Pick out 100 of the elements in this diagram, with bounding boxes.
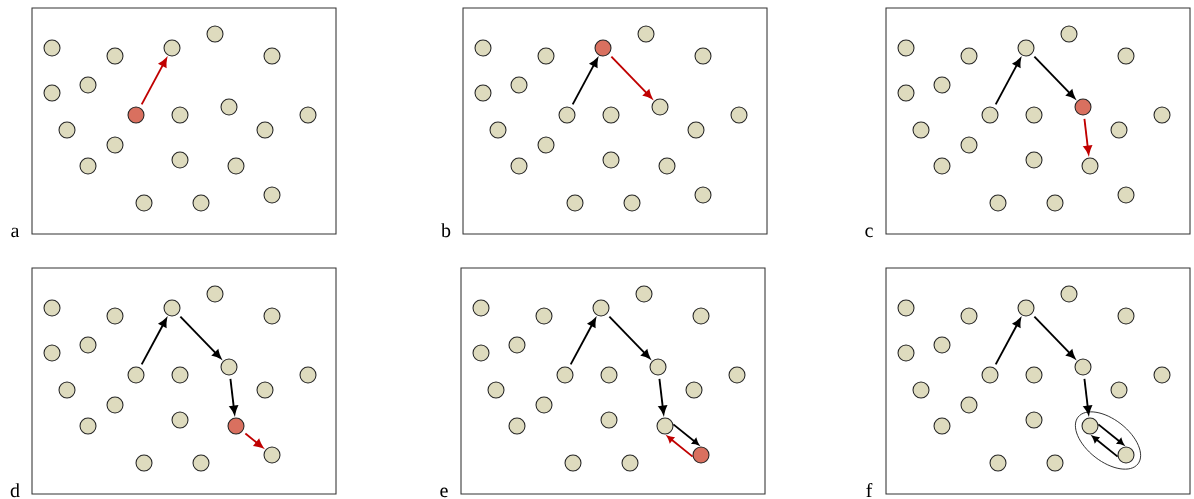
circle xyxy=(621,454,639,472)
circle xyxy=(637,25,655,43)
circle xyxy=(227,417,245,435)
circle xyxy=(989,194,1007,212)
circle xyxy=(474,84,492,102)
panel-letter: f xyxy=(866,483,873,497)
circle xyxy=(933,157,951,175)
arrow xyxy=(569,318,597,366)
circle xyxy=(43,299,61,317)
arrow xyxy=(1083,378,1092,415)
circle xyxy=(43,39,61,57)
circle xyxy=(692,307,710,325)
circle xyxy=(912,381,930,399)
circle xyxy=(58,381,76,399)
circle xyxy=(897,84,915,102)
circle xyxy=(171,366,189,384)
arrow xyxy=(140,318,168,366)
circle xyxy=(192,194,210,212)
circle xyxy=(558,106,576,124)
circle xyxy=(989,454,1007,472)
panel-letter: a xyxy=(11,227,20,238)
circle xyxy=(592,299,610,317)
circle xyxy=(299,366,317,384)
arrow xyxy=(610,55,653,99)
circle xyxy=(694,47,712,65)
panel-frame xyxy=(31,267,337,495)
circle xyxy=(1046,454,1064,472)
circle xyxy=(106,396,124,414)
circle xyxy=(510,157,528,175)
arrow xyxy=(244,432,264,449)
circle xyxy=(1117,186,1135,204)
circle xyxy=(1025,366,1043,384)
circle xyxy=(135,454,153,472)
circle xyxy=(43,84,61,102)
circle xyxy=(220,98,238,116)
circle xyxy=(694,186,712,204)
circle xyxy=(1110,381,1128,399)
circle xyxy=(656,417,674,435)
circle xyxy=(299,106,317,124)
circle xyxy=(1081,157,1099,175)
circle xyxy=(508,417,526,435)
circle xyxy=(1117,47,1135,65)
circle xyxy=(1081,417,1099,435)
panel-frame xyxy=(885,7,1191,235)
circle xyxy=(106,47,124,65)
circle xyxy=(508,336,526,354)
circle xyxy=(263,47,281,65)
circle xyxy=(960,396,978,414)
circle xyxy=(1117,446,1135,464)
circle xyxy=(594,39,612,57)
circle xyxy=(537,136,555,154)
circle xyxy=(58,121,76,139)
arrow xyxy=(1097,423,1125,446)
circle xyxy=(1060,25,1078,43)
circle xyxy=(487,381,505,399)
panel-frame xyxy=(460,267,766,495)
circle xyxy=(1017,39,1035,57)
arrow xyxy=(1083,118,1092,155)
panel-letter: b xyxy=(441,223,451,238)
circle xyxy=(510,76,528,94)
arrow xyxy=(1033,55,1076,99)
circle xyxy=(556,366,574,384)
circle xyxy=(1153,366,1171,384)
circle xyxy=(981,106,999,124)
circle xyxy=(127,106,145,124)
circle xyxy=(227,157,245,175)
circle xyxy=(163,39,181,57)
circle xyxy=(600,366,618,384)
circle xyxy=(79,76,97,94)
circle xyxy=(933,336,951,354)
circle xyxy=(472,299,490,317)
circle xyxy=(649,358,667,376)
circle xyxy=(256,381,274,399)
circle xyxy=(685,381,703,399)
circle xyxy=(472,344,490,362)
arrow xyxy=(1091,435,1119,458)
circle xyxy=(602,151,620,169)
circle xyxy=(1074,98,1092,116)
circle xyxy=(171,106,189,124)
circle xyxy=(171,151,189,169)
circle xyxy=(171,411,189,429)
circle xyxy=(474,39,492,57)
circle xyxy=(1025,106,1043,124)
circle xyxy=(566,194,584,212)
circle xyxy=(960,47,978,65)
arrow xyxy=(1033,315,1076,359)
circle xyxy=(933,76,951,94)
panel-letter: d xyxy=(10,483,20,498)
circle xyxy=(730,106,748,124)
circle xyxy=(960,136,978,154)
circle xyxy=(602,106,620,124)
circle xyxy=(263,446,281,464)
arrow xyxy=(179,315,222,359)
circle xyxy=(163,299,181,317)
circle xyxy=(127,366,145,384)
circle xyxy=(1074,358,1092,376)
circle xyxy=(535,396,553,414)
circle xyxy=(658,157,676,175)
arrow xyxy=(994,318,1022,366)
circle xyxy=(43,344,61,362)
